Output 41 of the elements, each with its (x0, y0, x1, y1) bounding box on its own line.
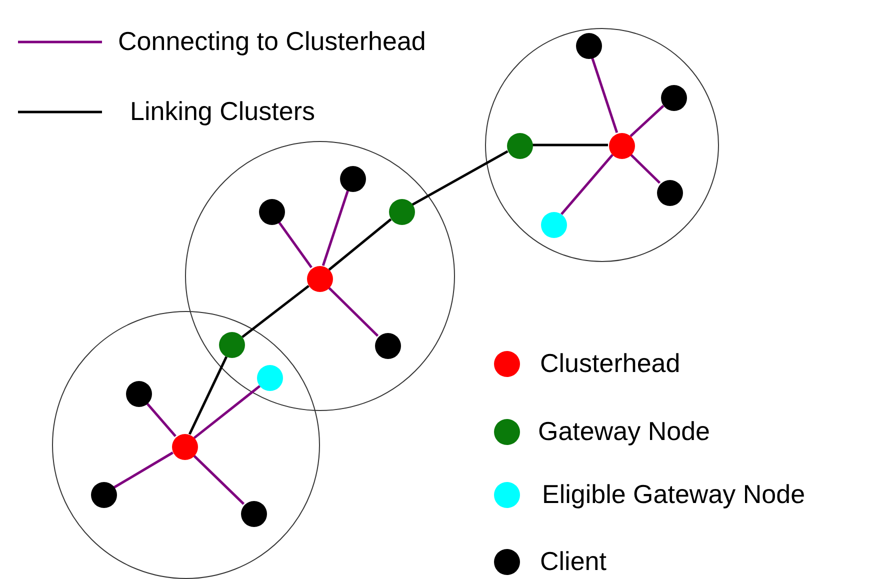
node-dot (609, 133, 635, 159)
legend-label: Clusterhead (540, 348, 680, 378)
node-dot (541, 212, 567, 238)
node-dot (91, 482, 117, 508)
node-dot (661, 85, 687, 111)
legend-label: Linking Clusters (130, 96, 315, 126)
connector-line (322, 190, 350, 266)
node-dot (340, 166, 366, 192)
node-dot (219, 332, 245, 358)
node-dot (657, 180, 683, 206)
connector-line (192, 454, 245, 505)
node-dot (172, 434, 198, 460)
connector-line (278, 220, 312, 268)
node-dot (375, 333, 401, 359)
node-dot (259, 199, 285, 225)
connector-line (114, 452, 174, 488)
cluster-circle (52, 311, 320, 579)
connector-line (193, 385, 261, 439)
node-dot (307, 266, 333, 292)
connector-line (590, 56, 618, 134)
node-dot (507, 133, 533, 159)
connector-line (242, 284, 310, 338)
connector-line (188, 356, 228, 435)
node-dot (389, 199, 415, 225)
node-dot (126, 381, 152, 407)
connector-line (146, 402, 176, 437)
connector-line (328, 218, 392, 271)
connector-line (327, 286, 379, 337)
node-dot (576, 33, 602, 59)
node-dot (241, 501, 267, 527)
connector-line (630, 104, 664, 138)
node-dot (257, 365, 283, 391)
connector-line (532, 144, 608, 146)
connector-line (629, 153, 661, 184)
legend-label: Eligible Gateway Node (542, 479, 806, 509)
cluster-circle (485, 28, 719, 262)
connector-line (412, 150, 508, 206)
legend-label: Client (540, 546, 606, 576)
legend-label: Connecting to Clusterhead (118, 26, 426, 56)
connector-line (560, 154, 614, 215)
legend-label: Gateway Node (538, 416, 710, 446)
